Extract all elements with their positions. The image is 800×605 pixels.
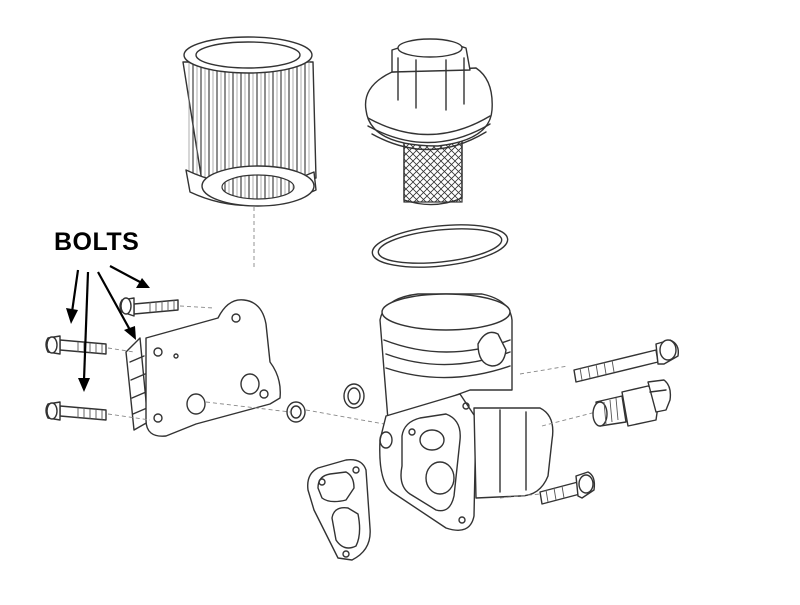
arrow-to-top-bolt (109, 265, 141, 283)
short-bolt (539, 471, 596, 505)
long-bolt (573, 339, 680, 383)
oil-filter-element (182, 36, 317, 268)
cooler-bolt-middle (45, 335, 135, 355)
cap-o-ring (371, 224, 509, 268)
arrow-to-bottom-bolt (82, 271, 90, 381)
filter-cap-with-strainer (364, 38, 493, 206)
oil-cooler (125, 299, 291, 437)
callout-arrows (66, 265, 150, 392)
arrow-to-middle-bolt (70, 269, 80, 313)
cooler-bolt-top (119, 297, 215, 317)
pressure-sensor (592, 379, 672, 427)
cooler-seal-ring-large (343, 383, 365, 409)
cooler-seal-ring-small (286, 401, 385, 425)
filter-housing (379, 293, 597, 531)
bolts-callout-label: BOLTS (54, 228, 140, 256)
cooler-bolt-bottom (45, 401, 151, 421)
housing-gasket (307, 459, 371, 561)
arrow-to-cooler (97, 271, 131, 331)
